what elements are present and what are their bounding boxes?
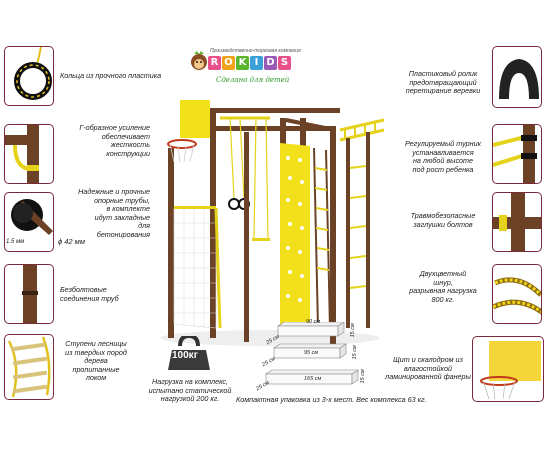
weight-label: Нагрузка на комплекс, испытано статическ…: [142, 377, 238, 404]
label-line: жесткость: [110, 140, 150, 150]
box2-length: 95 см: [304, 350, 319, 356]
l-bracket-label: Г-образное усиление обеспечивает жесткос…: [58, 123, 150, 158]
packaging-boxes-illustration: [265, 322, 359, 385]
playground-complex-illustration: [160, 100, 385, 348]
label-line: Г-образное усиление: [79, 123, 150, 132]
rings-label: Кольца из прочного пластика: [60, 71, 162, 80]
plastic-roller-icon: [499, 59, 539, 99]
climbing-wall: [280, 143, 310, 328]
boltless-label: Безболтовые соединения труб: [60, 285, 119, 303]
pullup-bar: [339, 118, 385, 132]
pipe-diameter-label: ϕ 42 мм: [58, 237, 85, 246]
pipe-cross-section-icon: [11, 199, 53, 235]
label-line: заглушки болтов: [413, 219, 473, 229]
label-line: перетирание веревки: [405, 86, 481, 96]
roller-label: Пластиковый ролик предотвращающий перети…: [398, 69, 488, 96]
logo-letter: S: [278, 56, 291, 70]
basketball-hoop-icon: [480, 341, 541, 400]
weight-badge-label: 100кг: [172, 350, 198, 361]
logo-caption: Производственно-торговая компания: [210, 48, 301, 54]
ladder-label: Ступени лесницы из твердых пород дерева …: [56, 339, 136, 383]
caps-thumbnail: [492, 192, 542, 252]
bolt-cap-icon: [493, 193, 541, 251]
box3-height: 15 см: [359, 369, 366, 384]
l-bracket-thumbnail: [4, 124, 54, 184]
label-line: ламинированной фанеры: [385, 372, 471, 382]
logo-letter: R: [208, 56, 221, 70]
pullup-bar-icon: [493, 125, 537, 183]
label-line: соединения труб: [60, 293, 119, 303]
gym-rings-icon: [14, 47, 52, 100]
ladder-thumbnail: [4, 334, 54, 400]
top-beam: [216, 126, 336, 131]
logo-letter: K: [236, 56, 249, 70]
label-line: шнур,: [433, 277, 453, 287]
label-line: Двухцветный: [419, 269, 467, 278]
logo-wordmark: R O K I D S: [208, 56, 291, 70]
label-line: конструкции: [106, 148, 150, 158]
label-line: бетонирования: [96, 229, 150, 239]
label-line: Безболтовые: [60, 285, 107, 294]
label-line: Щит и скалодром из: [393, 355, 463, 364]
box1-height: 15 см: [349, 323, 356, 338]
label-line: Надежные и прочные: [78, 187, 150, 196]
label-line: идут закладные: [94, 212, 150, 222]
logo-letter: D: [264, 56, 277, 70]
label-line: для: [138, 221, 150, 231]
label-line: влагостойкой: [404, 363, 452, 373]
label-line: локом: [85, 373, 107, 383]
logo-letter: I: [250, 56, 263, 70]
label-line: на любой высоте: [412, 156, 474, 166]
label-line: нагрузкой 200 кг.: [160, 394, 220, 404]
boltless-thumbnail: [4, 264, 54, 324]
packaging-caption: Компактная упаковка из 3-х мест. Вес ком…: [236, 395, 427, 404]
label-line: дерева: [84, 356, 108, 366]
cord-thumbnail: [492, 264, 542, 324]
label-line: Травмобезопасные: [410, 211, 476, 220]
label-line: пропитанные: [72, 364, 120, 374]
support-post: [330, 128, 336, 348]
l-bracket-icon: [5, 125, 39, 183]
label-line: опорные трубы,: [94, 195, 150, 205]
support-post: [168, 148, 174, 338]
box2-height: 15 см: [351, 345, 358, 360]
monkey-mascot-icon: [191, 51, 207, 70]
label-line: обеспечивает: [101, 131, 150, 141]
shield-thumbnail: [472, 336, 544, 402]
label-line: испытано статической: [148, 385, 232, 395]
rings-thumbnail: [4, 46, 54, 106]
label-line: разрывная нагрузка: [409, 286, 477, 296]
logo-tagline: Сделано для детей: [216, 76, 290, 84]
twisted-cord-icon: [493, 277, 541, 315]
kettlebell-weight-icon: [168, 336, 210, 370]
label-line: устанавливается: [412, 147, 474, 157]
pipes-label: Надежные и прочные опорные трубы, в комп…: [58, 187, 150, 240]
pullup-bar-thumbnail: [492, 124, 542, 184]
pipe-wall-label: 1.5 мм: [6, 239, 25, 245]
cord-label: Двухцветный шнур, разрывная нагрузка 800…: [396, 269, 490, 304]
label-line: Ступени лесницы: [65, 339, 127, 348]
basketball-shield: [180, 100, 210, 138]
bar-label: Регулируемый турник устанавливается на л…: [396, 139, 490, 174]
box1-length: 90 см: [306, 319, 321, 325]
logo-letter: O: [222, 56, 235, 70]
rope-ladder-icon: [7, 336, 51, 398]
label-line: из твердых пород: [65, 347, 127, 357]
package-box: [277, 325, 339, 337]
label-line: в комплекте: [106, 204, 150, 214]
label-line: Нагрузка на комплекс,: [152, 377, 228, 386]
top-beam: [210, 108, 340, 113]
label-line: Пластиковый ролик: [408, 69, 478, 78]
label-line: 800 кг.: [431, 294, 455, 304]
box3-length: 165 см: [304, 376, 322, 382]
pipe-thumbnail: 1.5 мм: [4, 192, 54, 252]
label-line: Регулируемый турник: [404, 139, 482, 148]
roller-thumbnail: [492, 46, 542, 108]
shield-label: Щит и скалодром из влагостойкой ламиниро…: [380, 355, 476, 382]
label-line: под рост ребенка: [412, 164, 474, 174]
pipe-joint-icon: [22, 265, 38, 323]
caps-label: Травмобезопасные заглушки болтов: [396, 211, 490, 229]
label-line: предотвращающий: [409, 77, 477, 87]
